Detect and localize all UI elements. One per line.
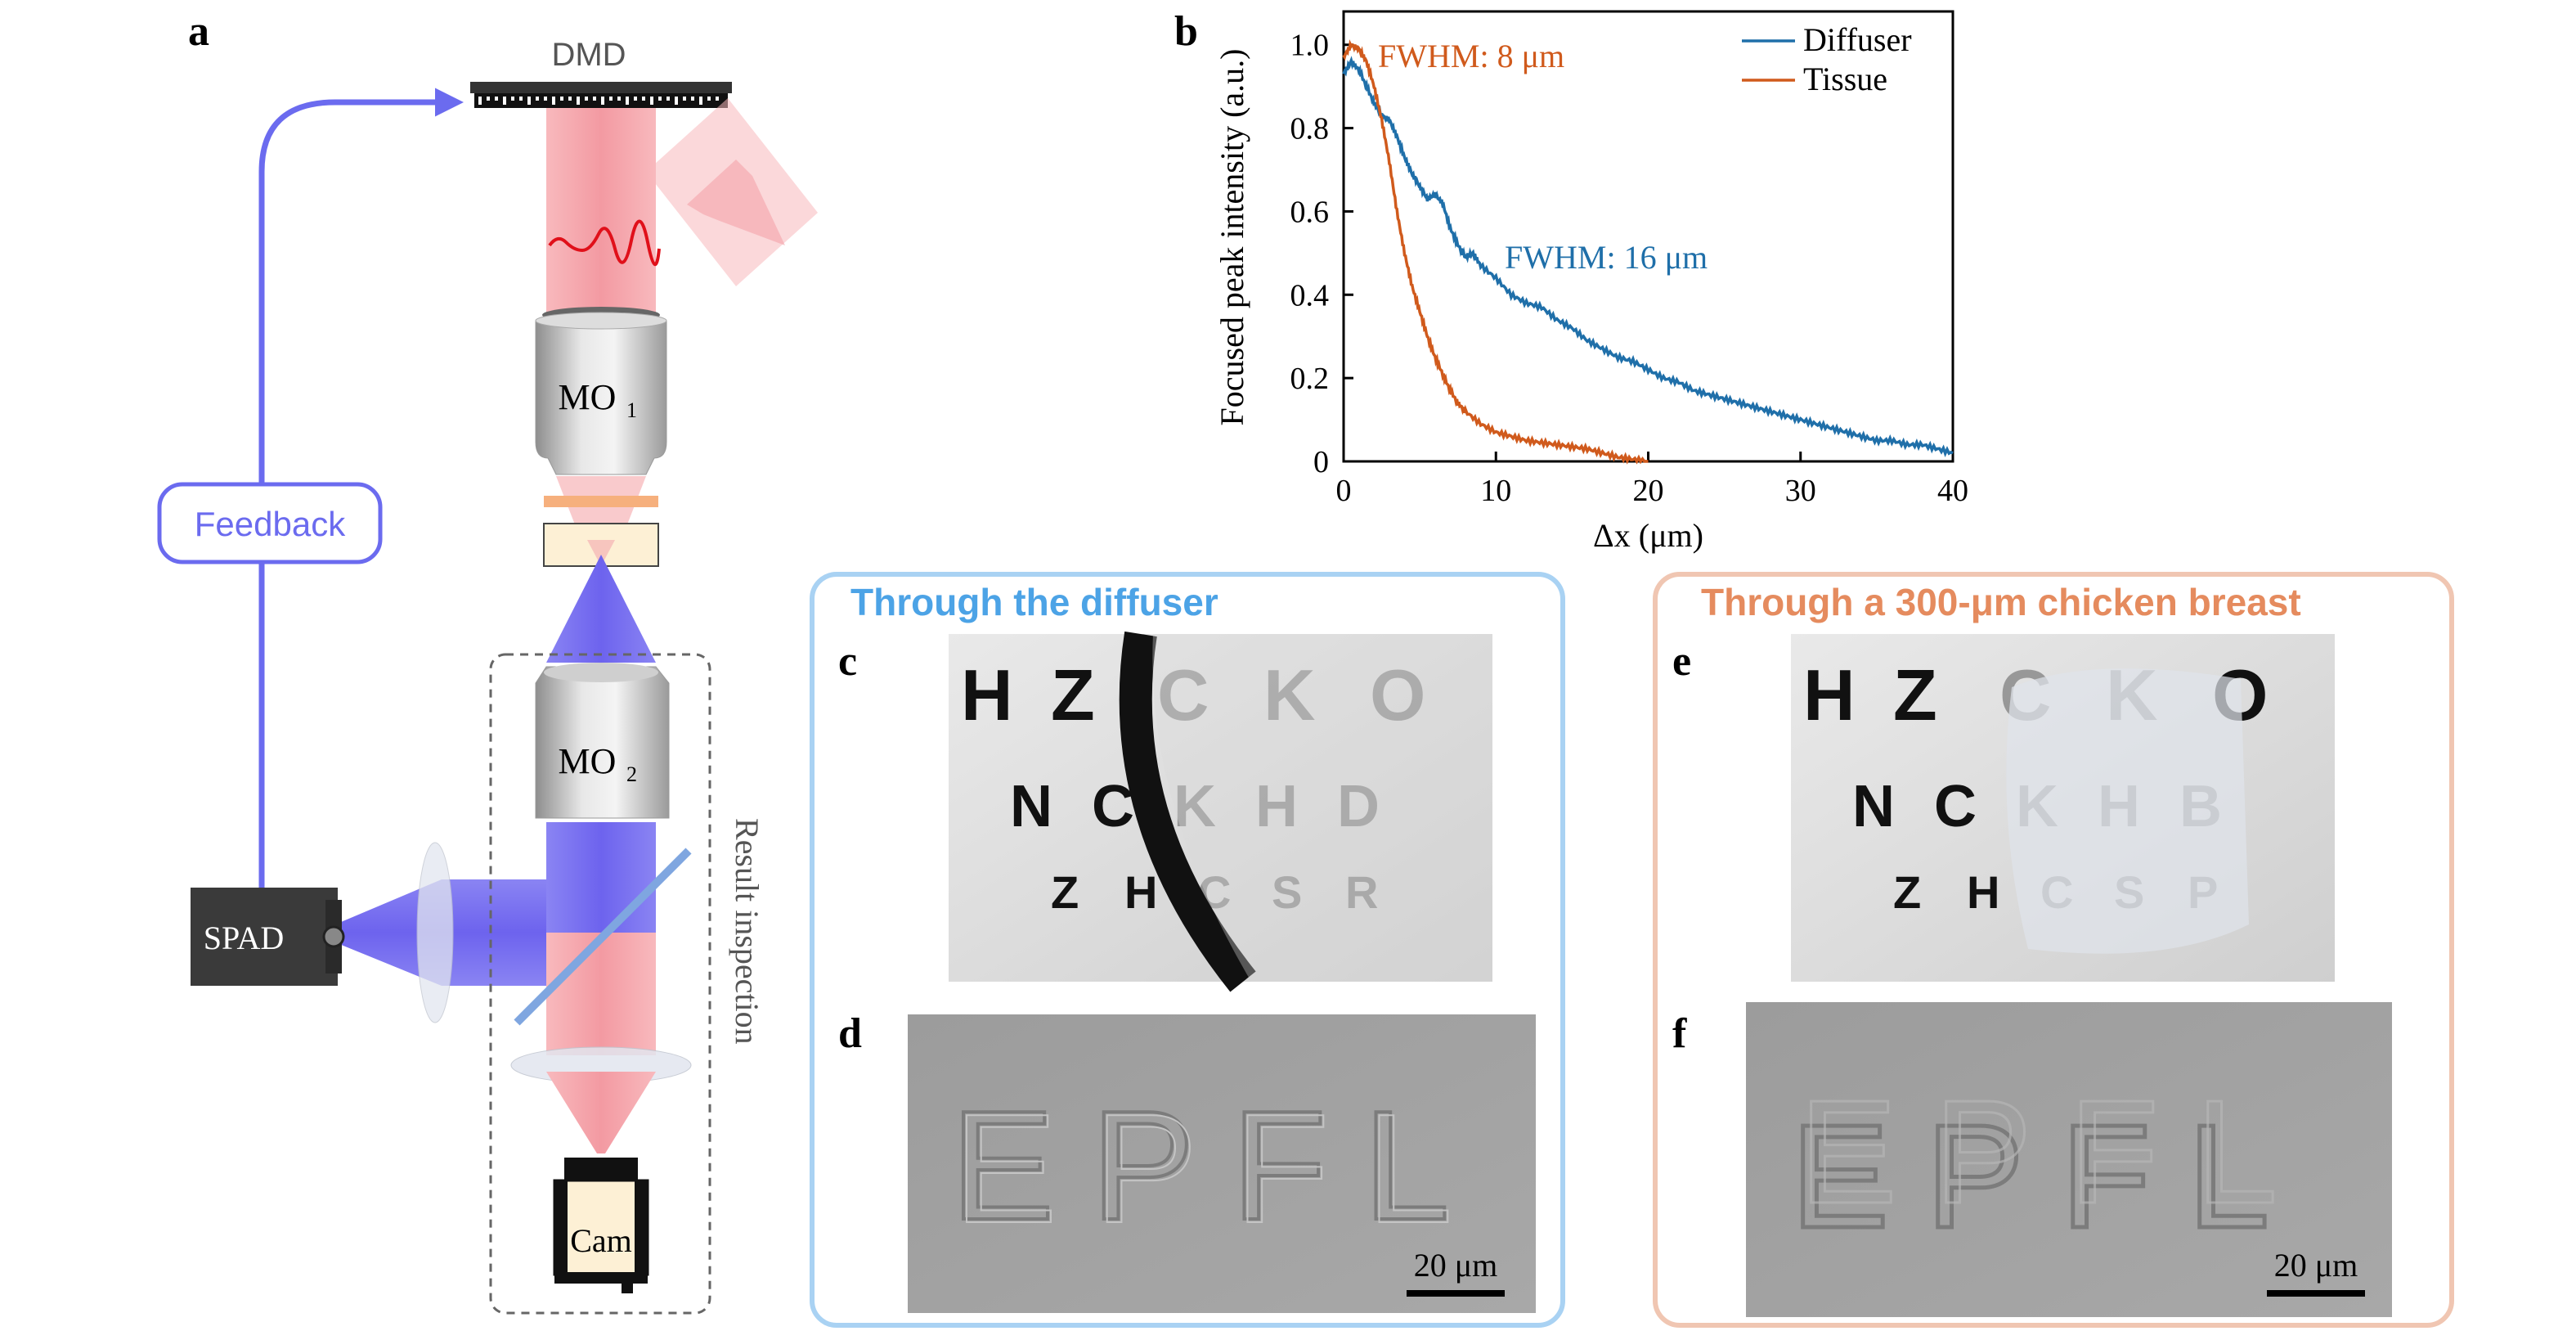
chart-ticks: 0 10 20 30 40 0 0.2 0.4 0.6 0.8 1.0 <box>1290 29 1969 508</box>
eyechart-letter: H <box>961 654 1013 735</box>
chart-xlabel: Δx (μm) <box>1593 517 1703 554</box>
eyechart-letter: Z <box>1893 866 1921 918</box>
spad-detector <box>191 888 345 986</box>
result-inspection-label: Result inspection <box>729 818 765 1045</box>
chart-ylabel: Focused peak intensity (a.u.) <box>1214 49 1250 426</box>
mo2-label: MO <box>559 741 617 781</box>
lens-spad <box>416 842 454 1023</box>
annotation-fwhm-diffuser: FWHM: 16 μm <box>1505 239 1708 276</box>
scalebar-label-f: 20 μm <box>2274 1247 2358 1284</box>
result-inspection-box <box>489 653 711 1315</box>
legend-label-tissue: Tissue <box>1803 61 1887 97</box>
eyechart-letter: C <box>1157 654 1209 735</box>
dmd-label: DMD <box>551 37 626 73</box>
epfl-text-diffuser: EPFL <box>950 1079 1486 1252</box>
eyechart-letter: C <box>1092 774 1134 839</box>
objective-mo2 <box>535 663 670 819</box>
eyechart-letter: Z <box>1893 654 1937 735</box>
y-tick-label: 0.6 <box>1290 195 1330 229</box>
y-tick-label: 0.2 <box>1290 362 1330 396</box>
dmd-device <box>470 82 732 108</box>
y-tick-label: 0.4 <box>1290 278 1330 313</box>
objective-mo1 <box>535 307 667 475</box>
y-tick-label: 0.8 <box>1290 112 1330 146</box>
focus-spot <box>587 540 615 566</box>
eyechart-letter: S <box>1272 866 1302 918</box>
camera <box>553 1158 649 1293</box>
eyechart-letter: D <box>1337 774 1380 839</box>
feedback-box <box>157 482 383 564</box>
eyechart-letter: H <box>1255 774 1298 839</box>
diffuser-panel-title: Through the diffuser <box>850 581 1218 623</box>
panel-letter-a: a <box>188 8 209 55</box>
wavefront-icon <box>548 219 661 267</box>
tissue-panel-title: Through a 300-μm chicken breast <box>1701 581 2301 623</box>
tissue-panel-frame <box>1653 572 2454 1328</box>
blue-cone <box>546 555 656 663</box>
x-tick-label: 40 <box>1937 474 1968 508</box>
eyechart-letter: N <box>1852 774 1895 839</box>
panel-letter-d: d <box>838 1010 862 1057</box>
eyechart-letter: H <box>1124 866 1157 918</box>
eyechart-letter: Z <box>1051 866 1079 918</box>
panel-letter-e: e <box>1672 638 1691 685</box>
x-tick-label: 20 <box>1633 474 1664 508</box>
dichroic-mirror <box>514 848 692 1026</box>
y-tick-label: 0 <box>1313 445 1329 479</box>
intensity-chart: 0 10 20 30 40 0 0.2 0.4 0.6 0.8 1.0 Focused peak i… <box>1214 10 1969 554</box>
feedback-arrow <box>258 88 464 888</box>
legend-label-diffuser: Diffuser <box>1803 21 1912 58</box>
diffuser-plate <box>544 496 658 507</box>
spad-label: SPAD <box>204 920 285 956</box>
eyechart-letter: K <box>1174 774 1216 839</box>
y-tick-label: 1.0 <box>1290 29 1330 63</box>
epfl-text-tissue: EPFL <box>1791 1095 2306 1259</box>
red-focus-cam <box>546 1072 656 1153</box>
eyechart-letter: C <box>1934 774 1977 839</box>
mo1-label: MO <box>559 377 617 417</box>
photo-tissue-eyechart: HZCKONCKHBZHCSP <box>1791 634 2335 982</box>
image-tissue-epfl: EPFL EPFL <box>1746 1002 2392 1317</box>
epfl-text-diffuser-highlight: EPFL <box>954 1082 1489 1256</box>
scalebar-f <box>2267 1290 2365 1297</box>
mo2-subscript: 2 <box>626 762 637 786</box>
chart-series <box>1342 39 1954 465</box>
x-tick-label: 30 <box>1785 474 1816 508</box>
eyechart-letter: R <box>1345 866 1378 918</box>
feedback-label: Feedback <box>195 505 346 543</box>
red-beam-lower <box>546 933 656 1055</box>
series-line-diffuser <box>1342 56 1954 457</box>
annotation-fwhm-tissue: FWHM: 8 μm <box>1378 38 1564 74</box>
eyechart-letter: Z <box>1051 654 1095 735</box>
scalebar-label-d: 20 μm <box>1414 1247 1498 1284</box>
eyechart-letter: H <box>1803 654 1856 735</box>
eyechart-letter: K <box>1263 654 1316 735</box>
panel-letter-c: c <box>838 638 857 685</box>
image-diffuser-epfl: EPFL EPFL <box>908 1014 1536 1313</box>
eyechart-letter: N <box>1010 774 1052 839</box>
x-tick-label: 10 <box>1480 474 1511 508</box>
x-tick-label: 0 <box>1336 474 1352 508</box>
red-beam-upper <box>546 108 656 317</box>
panel-letter-f: f <box>1672 1010 1687 1057</box>
mo1-subscript: 1 <box>626 398 637 422</box>
scalebar-d <box>1407 1290 1505 1297</box>
cam-label: Cam <box>570 1222 632 1259</box>
panel-letter-b: b <box>1174 8 1198 55</box>
input-beam <box>646 98 818 286</box>
epfl-text-tissue-ghost: EPFL <box>1799 1070 2314 1234</box>
eyechart-letter: H <box>1967 866 1999 918</box>
diffuser-panel-frame <box>810 572 1565 1328</box>
eyechart-letter: O <box>1370 654 1425 735</box>
series-line-tissue <box>1342 39 1649 465</box>
